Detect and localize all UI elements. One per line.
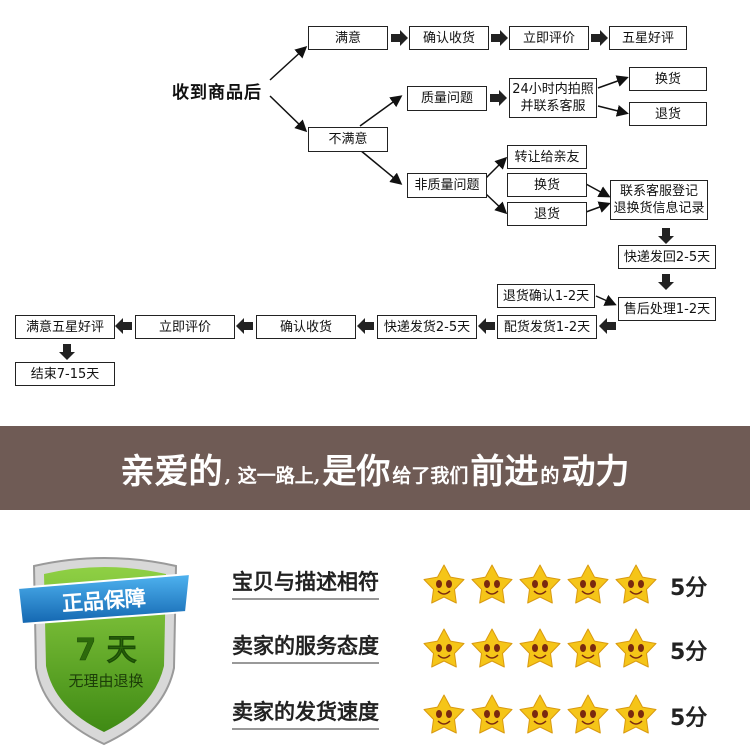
arrow-to-exchange-q	[597, 75, 629, 89]
flow-title: 收到商品后	[172, 83, 262, 103]
rating-score: 5分	[670, 706, 708, 731]
banner-part7: 动力	[561, 451, 630, 492]
box-after-sales: 售后处理1-2天	[618, 297, 716, 321]
arrow-to-refund-q	[597, 104, 629, 117]
box-non-quality-issue: 非质量问题	[407, 173, 487, 198]
smiley-star-icon	[423, 694, 465, 734]
rating-label: 卖家的服务态度	[232, 630, 379, 664]
box-confirm-receipt-bottom: 确认收货	[256, 315, 356, 339]
smiley-star-icon	[423, 564, 465, 604]
banner-part1: 亲爱的	[120, 451, 223, 492]
smiley-star-icon	[519, 628, 561, 668]
rating-row-shipping: 卖家的发货速度 5分	[232, 692, 712, 736]
box-refund-quality: 退货	[629, 102, 707, 126]
arrow-to-satisfied	[269, 45, 308, 81]
box-contact-cs-record: 联系客服登记 退换货信息记录	[610, 180, 708, 220]
box-refund-non-quality: 退货	[507, 202, 587, 226]
box-photo-24h: 24小时内拍照 并联系客服	[509, 78, 597, 118]
box-satisfied: 满意	[308, 26, 388, 50]
box-express-ship: 快递发货2-5天	[377, 315, 477, 339]
rating-score: 5分	[670, 576, 708, 601]
arrow-to-nonquality	[359, 149, 403, 185]
smiley-star-icon	[423, 628, 465, 668]
box-transfer-friend: 转让给亲友	[507, 145, 587, 169]
box-quality-issue: 质量问题	[407, 86, 487, 111]
flow-connectors	[59, 30, 674, 360]
arrow-refund-to-cs	[585, 201, 611, 213]
badge-policy-text: 无理由退换	[68, 672, 143, 690]
box-exchange-quality: 换货	[629, 67, 707, 91]
smiley-star-icon	[519, 564, 561, 604]
arrow-to-transfer	[485, 156, 508, 179]
smiley-star-icon	[615, 694, 657, 734]
rating-stars	[422, 692, 662, 740]
rating-label: 宝贝与描述相符	[232, 566, 379, 600]
smiley-star-icon	[519, 694, 561, 734]
box-express-return: 快递发回2-5天	[618, 245, 716, 269]
badge-days-text: 7 天	[75, 633, 136, 668]
arrow-to-dissatisfied	[269, 95, 308, 133]
arrow-to-quality	[359, 95, 403, 127]
rating-row-service: 卖家的服务态度 5分	[232, 626, 712, 670]
smiley-star-icon	[471, 564, 513, 604]
box-exchange-non-quality: 换货	[507, 173, 587, 197]
rating-score: 5分	[670, 640, 708, 665]
banner-part6: 的	[540, 464, 560, 487]
arrow-exchange-to-cs	[585, 183, 611, 198]
smiley-star-icon	[471, 694, 513, 734]
smiley-star-icon	[567, 694, 609, 734]
banner-part5: 前进	[470, 451, 539, 492]
rating-row-description: 宝贝与描述相符 5分	[232, 562, 712, 606]
box-confirm-receipt-top: 确认收货	[409, 26, 489, 50]
box-review-now-top: 立即评价	[509, 26, 589, 50]
block-arrows	[59, 30, 674, 360]
arrow-confirm-to-aftersales	[595, 294, 617, 306]
banner-part2: , 这一路上,	[224, 464, 321, 487]
smiley-star-icon	[471, 628, 513, 668]
box-dissatisfied: 不满意	[308, 127, 388, 152]
rating-label: 卖家的发货速度	[232, 696, 379, 730]
box-satisfied-five-star: 满意五星好评	[15, 315, 115, 339]
box-end: 结束7-15天	[15, 362, 115, 386]
banner-part4: 给了我们	[392, 464, 469, 487]
smiley-star-icon	[567, 628, 609, 668]
rating-stars	[422, 626, 662, 674]
banner-part3: 是你	[322, 451, 391, 492]
badge-ribbon-text: 正品保障	[61, 586, 146, 616]
box-refund-confirm: 退货确认1-2天	[497, 284, 595, 308]
smiley-star-icon	[615, 564, 657, 604]
box-five-star-review: 五星好评	[609, 26, 687, 50]
rating-stars	[422, 562, 662, 610]
arrow-to-refund-nq	[485, 193, 508, 215]
smiley-star-icon	[615, 628, 657, 668]
slogan-banner: 亲爱的 , 这一路上, 是你 给了我们 前进 的 动力	[0, 426, 750, 510]
smiley-star-icon	[567, 564, 609, 604]
box-reship: 配货发货1-2天	[497, 315, 597, 339]
box-review-now-bottom: 立即评价	[135, 315, 235, 339]
guarantee-shield-icon: 正品保障 7 天 无理由退换	[16, 557, 192, 746]
